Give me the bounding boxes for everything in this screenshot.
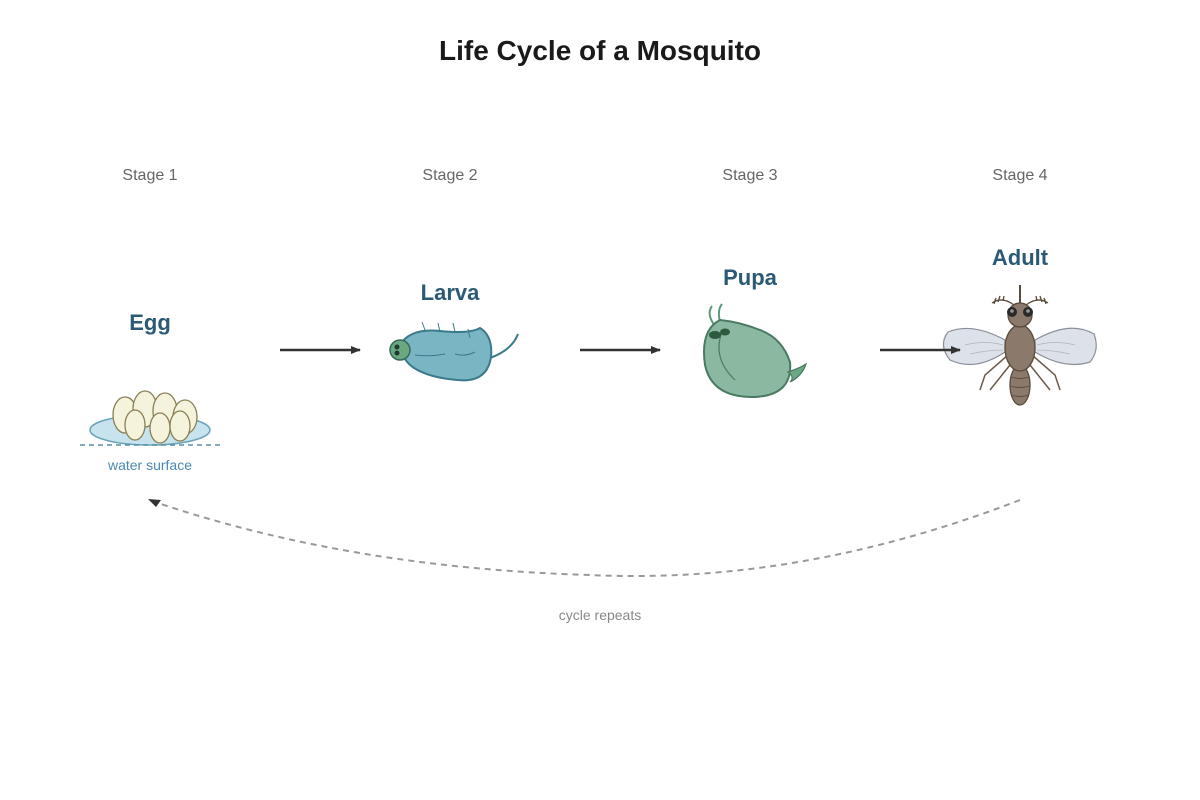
larva-bristles bbox=[421, 321, 471, 339]
egg-cluster bbox=[112, 390, 198, 444]
adult-mosquito-illustration bbox=[942, 285, 1097, 406]
cycle-repeats-label: cycle repeats bbox=[559, 607, 641, 623]
pupa-illustration bbox=[703, 303, 808, 399]
mosquito-wing-veins bbox=[964, 342, 1076, 355]
larva-tail bbox=[489, 333, 519, 359]
larva-eye-top bbox=[394, 344, 400, 350]
pupa-fold-line bbox=[718, 331, 736, 381]
larva-head bbox=[389, 339, 411, 361]
diagram-title: Life Cycle of a Mosquito bbox=[439, 35, 761, 66]
larva-segment-line bbox=[414, 353, 446, 357]
pupa-body bbox=[703, 318, 792, 399]
stage-4-number: Stage 4 bbox=[992, 167, 1047, 184]
mosquito-wing-left bbox=[942, 327, 1006, 366]
stage-1-number: Stage 1 bbox=[122, 167, 177, 184]
larva-eye-bottom bbox=[394, 350, 400, 356]
mosquito-eye-highlight-right bbox=[1026, 309, 1030, 313]
stage-4-name: Adult bbox=[992, 245, 1049, 270]
stage-1-name: Egg bbox=[129, 310, 171, 335]
larva-illustration bbox=[389, 321, 519, 382]
pupa-eye-2 bbox=[720, 328, 730, 336]
larva-segment-line-2 bbox=[454, 351, 476, 356]
mosquito-antennae bbox=[991, 295, 1049, 306]
mosquito-wing-right bbox=[1034, 327, 1097, 365]
stage-3-name: Pupa bbox=[723, 265, 778, 290]
cycle-return-arrowhead bbox=[148, 499, 161, 507]
stage-2-number: Stage 2 bbox=[422, 167, 477, 184]
cycle-return-arrow bbox=[154, 499, 1021, 578]
pupa-paddle bbox=[786, 362, 808, 383]
mosquito-abdomen-segments bbox=[1009, 376, 1031, 397]
larva-body bbox=[398, 326, 493, 382]
stage-2-name: Larva bbox=[421, 280, 480, 305]
stage-3-number: Stage 3 bbox=[722, 167, 777, 184]
egg-illustration bbox=[80, 390, 220, 446]
mosquito-thorax bbox=[1004, 324, 1036, 372]
pupa-eye bbox=[709, 331, 721, 339]
water-surface-label: water surface bbox=[107, 457, 192, 473]
mosquito-legs bbox=[979, 354, 1061, 391]
mosquito-eye-highlight-left bbox=[1010, 309, 1014, 313]
